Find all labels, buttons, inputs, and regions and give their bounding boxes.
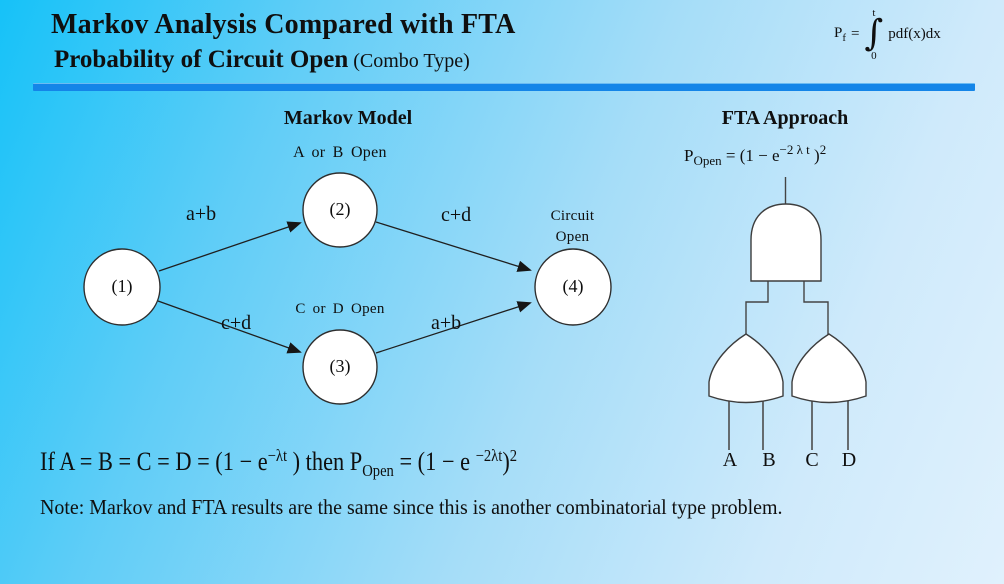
markov-model-heading: Markov Model (283, 107, 413, 129)
state-3-description-label: C or D Open (295, 301, 385, 317)
conclusion-part3: = (1 − e (393, 447, 476, 476)
state-4-description-label: Circuit Open (550, 208, 595, 245)
pf-integrand: pdf(x)dx (888, 25, 941, 42)
subtitle-bold-text: Probability of Circuit Open (54, 46, 349, 73)
edge-rate-3-4-label: a+b (431, 312, 462, 334)
pf-lhs: Pf (834, 24, 847, 44)
state-2-description-label: A or B Open (293, 144, 387, 161)
fta-popen-formula: POpen = (1 − e−2 λ t )2 (684, 142, 826, 169)
markov-edge-3-4-arrow (375, 301, 532, 354)
conclusion-exp3: 2 (509, 446, 518, 465)
conclusion-exp2: −2λt (475, 446, 503, 465)
fta-formula-exponent: −2 λ t (779, 142, 810, 157)
pf-equals: = (851, 25, 860, 42)
fta-input-label-d: D (841, 449, 857, 471)
markov-state-2-circle (302, 172, 378, 248)
markov-state-3-label: (3) (329, 356, 351, 376)
conclusion-part1: If A = B = C = D = (1 − e (40, 447, 268, 476)
fta-input-label-c: C (805, 449, 819, 471)
edge-rate-1-2-label: a+b (186, 203, 217, 225)
subtitle-suffix-text: (Combo Type) (348, 50, 470, 72)
fta-formula-body: = (1 − e (721, 146, 780, 165)
markov-edge-2-4-arrow (375, 221, 532, 272)
markov-state-4-circle (534, 248, 612, 326)
edge-rate-1-3-label: c+d (221, 312, 252, 334)
conclusion-formula: If A = B = C = D = (1 − e−λt ) then POpe… (40, 446, 517, 481)
fta-and-gate (750, 203, 822, 282)
fta-input-label-a: A (722, 449, 738, 471)
markov-state-1-label: (1) (111, 276, 133, 296)
markov-edge-1-3-arrow (157, 300, 302, 354)
markov-state-3-circle (302, 329, 378, 405)
fta-formula-lhs: P (684, 146, 694, 165)
fta-approach-heading: FTA Approach (721, 107, 849, 129)
fta-right-branch-line (803, 279, 829, 336)
edge-rate-2-4-label: c+d (441, 204, 472, 226)
fta-formula-close: ) (809, 146, 820, 165)
integral-upper-limit: t (872, 7, 876, 19)
note-text: Note: Markov and FTA results are the sam… (40, 495, 783, 519)
fta-left-branch-line (745, 279, 769, 336)
page-title: Markov Analysis Compared with FTA (51, 9, 516, 40)
fta-or-gate-left (708, 333, 784, 404)
accent-rule (33, 83, 975, 91)
conclusion-sub-open: Open (362, 461, 394, 480)
markov-state-2-label: (2) (329, 199, 351, 219)
markov-state-1-circle (83, 248, 161, 326)
fta-formula-outer-exponent: 2 (819, 142, 827, 157)
fta-formula-lhs-sub: Open (693, 153, 722, 168)
fta-or-gate-right (791, 333, 867, 404)
conclusion-part2: ) then P (287, 447, 363, 476)
integral-glyph: ∫ (864, 13, 884, 55)
pf-integral-formula: Pf = t ∫ 0 pdf(x)dx (834, 7, 941, 62)
markov-state-4-label: (4) (562, 276, 584, 296)
pf-integral-sign: t ∫ 0 (864, 7, 883, 62)
conclusion-part4: ) (502, 447, 510, 476)
integral-lower-limit: 0 (871, 49, 877, 62)
conclusion-exp1: −λt (267, 446, 288, 465)
fta-input-label-b: B (762, 449, 776, 471)
page-subtitle: Probability of Circuit Open (Combo Type) (54, 46, 470, 74)
markov-edge-1-2-arrow (158, 221, 302, 272)
